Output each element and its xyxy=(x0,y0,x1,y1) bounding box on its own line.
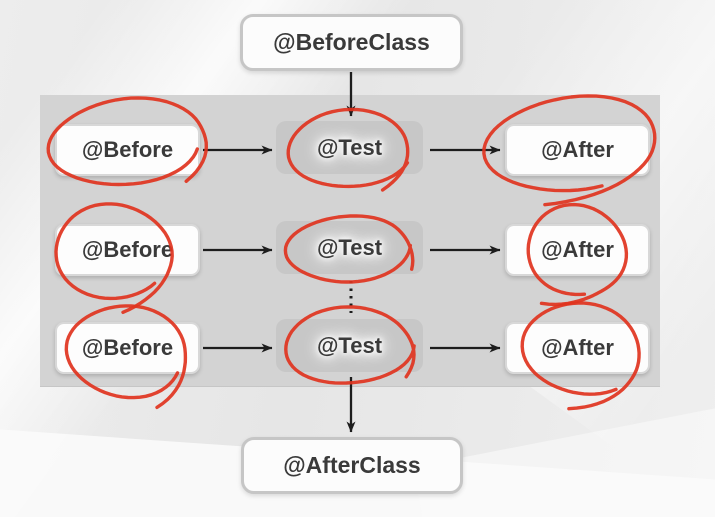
node-label: @After xyxy=(541,237,614,262)
node-label: @Before xyxy=(81,137,174,162)
node-after-row2: @After xyxy=(505,224,650,276)
node-before-row3: @Before xyxy=(55,322,200,374)
node-after-row1: @After xyxy=(505,124,650,176)
node-label: @Test xyxy=(316,234,383,260)
node-before-class: @BeforeClass xyxy=(240,14,463,71)
node-test-row3: @Test xyxy=(276,319,423,372)
node-label: @Before xyxy=(81,237,174,262)
node-before-row2: @Before xyxy=(55,224,200,276)
node-after-row3: @After xyxy=(505,322,650,374)
node-label: @Before xyxy=(81,335,174,360)
node-before-row1: @Before xyxy=(55,124,200,176)
node-test-row1: @Test xyxy=(276,121,423,174)
node-label: @After xyxy=(541,335,614,360)
node-label: @Test xyxy=(316,332,383,358)
node-label: @BeforeClass xyxy=(273,29,430,55)
node-after-class: @AfterClass xyxy=(241,437,463,494)
node-label: @After xyxy=(541,137,614,162)
node-label: @Test xyxy=(316,134,383,160)
node-test-row2: @Test xyxy=(276,221,423,274)
node-label: @AfterClass xyxy=(283,452,421,478)
